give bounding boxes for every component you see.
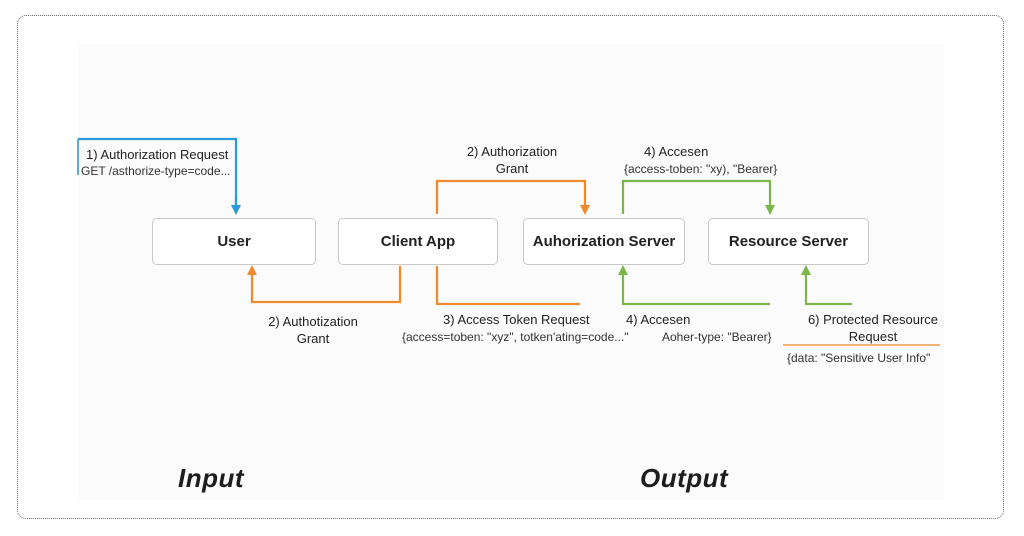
grant-bottom-line2: Grant bbox=[296, 331, 330, 346]
protected-line2: Request bbox=[848, 329, 898, 344]
grant-top-label: 2) Authorization Grant bbox=[452, 143, 572, 177]
grant-bottom-label: 2) Authotization Grant bbox=[253, 313, 373, 347]
token-request-title: 3) Access Token Request bbox=[443, 312, 590, 327]
authorization-server-node: Auhorization Server bbox=[523, 218, 685, 265]
figure-frame bbox=[17, 15, 1004, 519]
auth-request-title: 1) Authorization Request bbox=[86, 147, 229, 162]
resource-server-node: Resource Server bbox=[708, 218, 869, 265]
access-top-sub: {access-toben: "xy), "Bearer} bbox=[624, 162, 778, 176]
grant-bottom-line1: 2) Authotization bbox=[268, 314, 358, 329]
access-bottom-sub: Aoher-type: "Bearer} bbox=[662, 330, 772, 344]
client-app-node: Client App bbox=[338, 218, 498, 265]
protected-sub: {data: "Sensitive User Info" bbox=[787, 351, 931, 365]
input-caption: Input bbox=[178, 463, 245, 493]
access-top-title: 4) Accesen bbox=[644, 144, 709, 159]
edge-access-bottom bbox=[618, 265, 770, 306]
protected-request-label: 6) Protected Resource Request bbox=[794, 311, 952, 345]
protected-line1: 6) Protected Resource bbox=[807, 312, 939, 327]
user-node: User bbox=[152, 218, 316, 265]
grant-top-line2: Grant bbox=[495, 161, 529, 176]
auth-request-sub: GET /asthorize-type=code... bbox=[81, 164, 231, 178]
token-request-sub: {access=toben: "xyz", totken'ating=code.… bbox=[402, 330, 629, 344]
diagram-canvas bbox=[78, 44, 944, 500]
grant-top-line1: 2) Authorization bbox=[466, 144, 558, 159]
edge-token-request bbox=[435, 266, 580, 306]
output-caption: Output bbox=[640, 463, 729, 493]
edge-access-top bbox=[621, 179, 775, 215]
access-bottom-title: 4) Accesen bbox=[626, 312, 691, 327]
edge-protected-request bbox=[801, 265, 852, 306]
edge-grant-bottom bbox=[247, 265, 402, 304]
edge-grant-top bbox=[435, 179, 590, 215]
